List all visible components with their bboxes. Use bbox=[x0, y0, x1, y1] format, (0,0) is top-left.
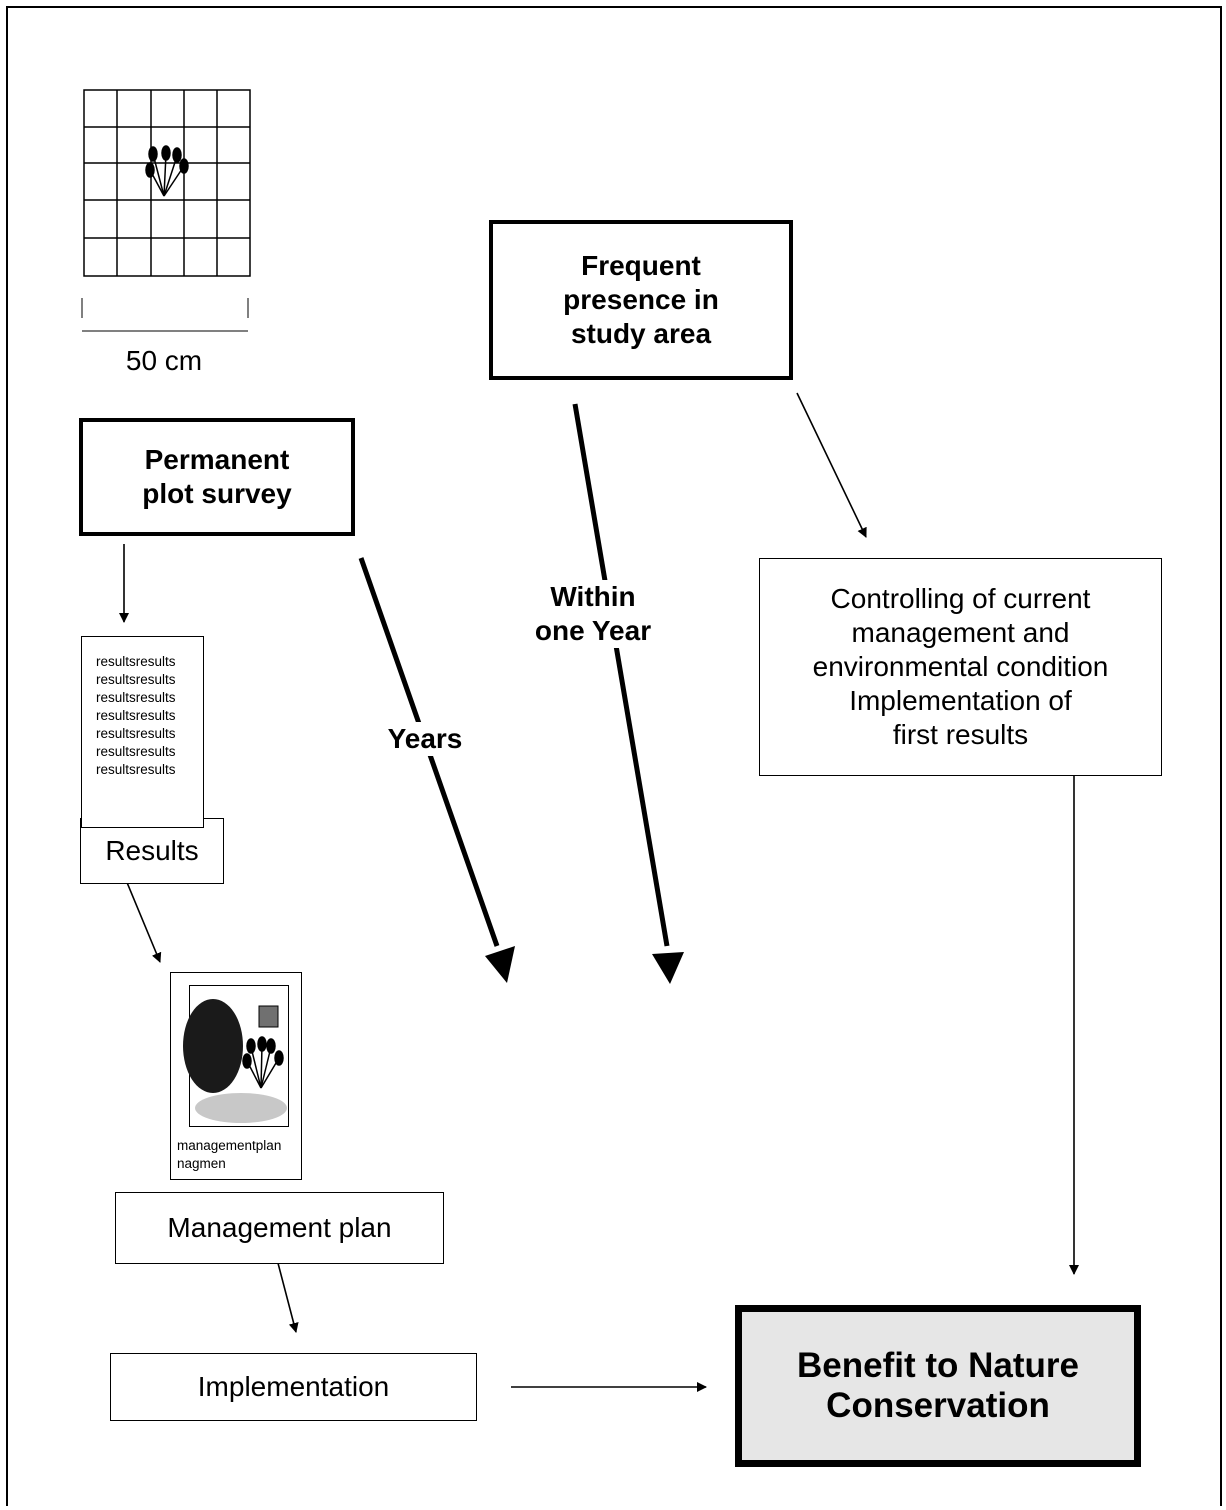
results-line: resultsresults bbox=[96, 726, 176, 741]
arrow-years-head bbox=[485, 946, 515, 983]
plan-caption: managementplan nagmen bbox=[177, 1138, 282, 1171]
box-implementation: Implementation bbox=[110, 1353, 477, 1421]
box-benefit-label: Benefit to Nature Conservation bbox=[797, 1346, 1079, 1425]
plan-plant-icon bbox=[242, 1036, 284, 1089]
plot-grid-icon bbox=[83, 89, 251, 277]
arrows bbox=[119, 392, 1079, 1392]
results-line: resultsresults bbox=[96, 744, 176, 759]
results-line: resultsresults bbox=[96, 672, 176, 687]
management-plan-document: managementplan nagmen bbox=[170, 972, 302, 1180]
box-management-plan: Management plan bbox=[115, 1192, 444, 1264]
box-management-plan-label: Management plan bbox=[167, 1212, 392, 1243]
arrow-within-year-head bbox=[652, 952, 684, 984]
plant-icon bbox=[145, 145, 189, 197]
box-permanent-plot-survey: Permanent plot survey bbox=[79, 418, 355, 536]
results-line: resultsresults bbox=[96, 708, 176, 723]
results-document: resultsresults resultsresults resultsresul… bbox=[81, 636, 204, 828]
arrow-label-within-year: Within one Year bbox=[528, 580, 658, 648]
results-line: resultsresults bbox=[96, 654, 176, 669]
plan-illustration bbox=[183, 999, 287, 1123]
arrow-within-year bbox=[572, 403, 670, 947]
box-implementation-label: Implementation bbox=[197, 1371, 390, 1402]
plan-dark-ellipse bbox=[183, 999, 243, 1093]
arrow-label-years: Years bbox=[370, 722, 480, 756]
results-line: resultsresults bbox=[96, 690, 176, 705]
scale-bar-icon bbox=[81, 298, 249, 332]
thick-arrows bbox=[358, 403, 684, 984]
box-permanent-plot-survey-label: Permanent plot survey bbox=[142, 444, 292, 509]
scale-label: 50 cm bbox=[125, 345, 203, 376]
results-document-text: resultsresults resultsresults resultsresul… bbox=[96, 653, 203, 779]
box-controlling-label: Controlling of current management and en… bbox=[812, 583, 1109, 750]
box-results-label: Results bbox=[105, 835, 199, 866]
box-frequent-presence: Frequent presence in study area bbox=[489, 220, 793, 380]
results-line: resultsresults bbox=[96, 762, 176, 777]
box-benefit: Benefit to Nature Conservation bbox=[735, 1305, 1141, 1467]
plan-square bbox=[258, 1005, 279, 1028]
diagram-frame bbox=[6, 6, 1222, 1506]
box-controlling: Controlling of current management and en… bbox=[759, 558, 1162, 776]
plan-light-ellipse bbox=[195, 1093, 287, 1123]
box-frequent-presence-label: Frequent presence in study area bbox=[563, 250, 719, 349]
arrow-presence-to-controlling bbox=[796, 392, 867, 538]
